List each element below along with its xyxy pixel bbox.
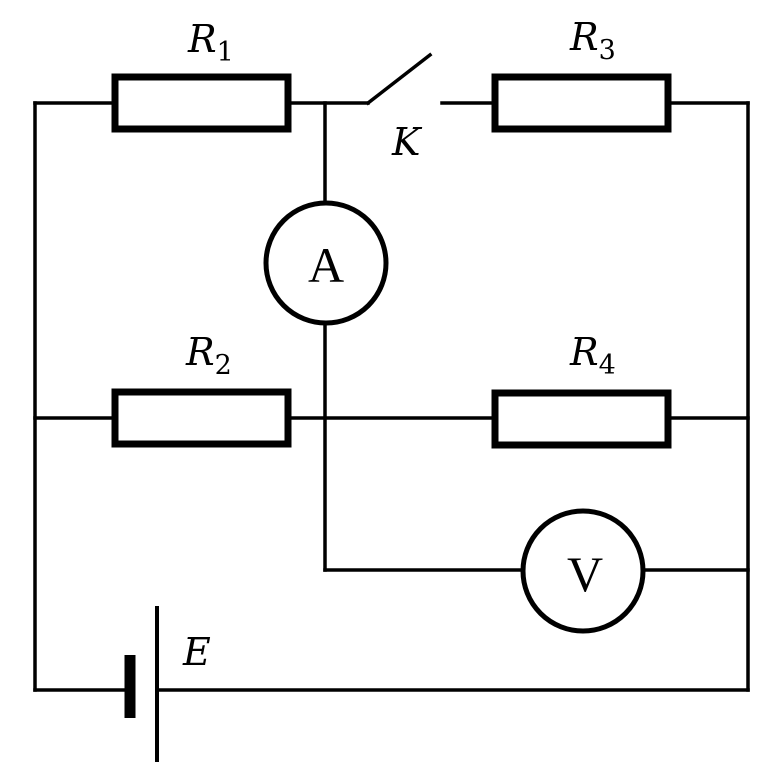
resistor-r4-subscript: 4: [599, 350, 616, 381]
voltmeter-circle: [520, 508, 646, 634]
resistor-r2-label: R2: [185, 330, 232, 381]
voltmeter: V: [520, 508, 646, 634]
battery-label: E: [182, 630, 211, 674]
resistor-r4: R4: [491, 330, 672, 449]
resistor-r1-body: [111, 73, 292, 133]
resistor-r3-label: R3: [569, 15, 616, 66]
switch-label: K: [391, 120, 423, 164]
resistor-r1-subscript: 1: [217, 37, 234, 68]
resistor-r1-label: R1: [187, 17, 234, 68]
resistor-r1: R1: [111, 17, 292, 133]
switch-blade: [365, 52, 433, 106]
switch-k: K: [365, 52, 433, 164]
resistor-r3: R3: [491, 15, 672, 133]
resistor-r2-body: [111, 388, 292, 448]
wires: [33, 101, 750, 692]
resistor-r3-body: [491, 73, 672, 133]
resistor-r4-label: R4: [569, 330, 616, 381]
battery-e: E: [124, 606, 211, 762]
resistor-r3-symbol: R: [569, 15, 599, 59]
resistor-r4-body: [491, 389, 672, 449]
ammeter-circle: [263, 200, 389, 326]
resistor-r2-symbol: R: [185, 330, 215, 374]
voltmeter-letter: V: [567, 546, 603, 602]
ammeter-letter: A: [308, 237, 344, 293]
resistor-r1-symbol: R: [187, 17, 217, 61]
resistor-r2-subscript: 2: [215, 350, 232, 381]
resistor-r2: R2: [111, 330, 292, 448]
resistor-r3-subscript: 3: [599, 35, 616, 66]
ammeter: A: [263, 200, 389, 326]
resistor-r4-symbol: R: [569, 330, 599, 374]
